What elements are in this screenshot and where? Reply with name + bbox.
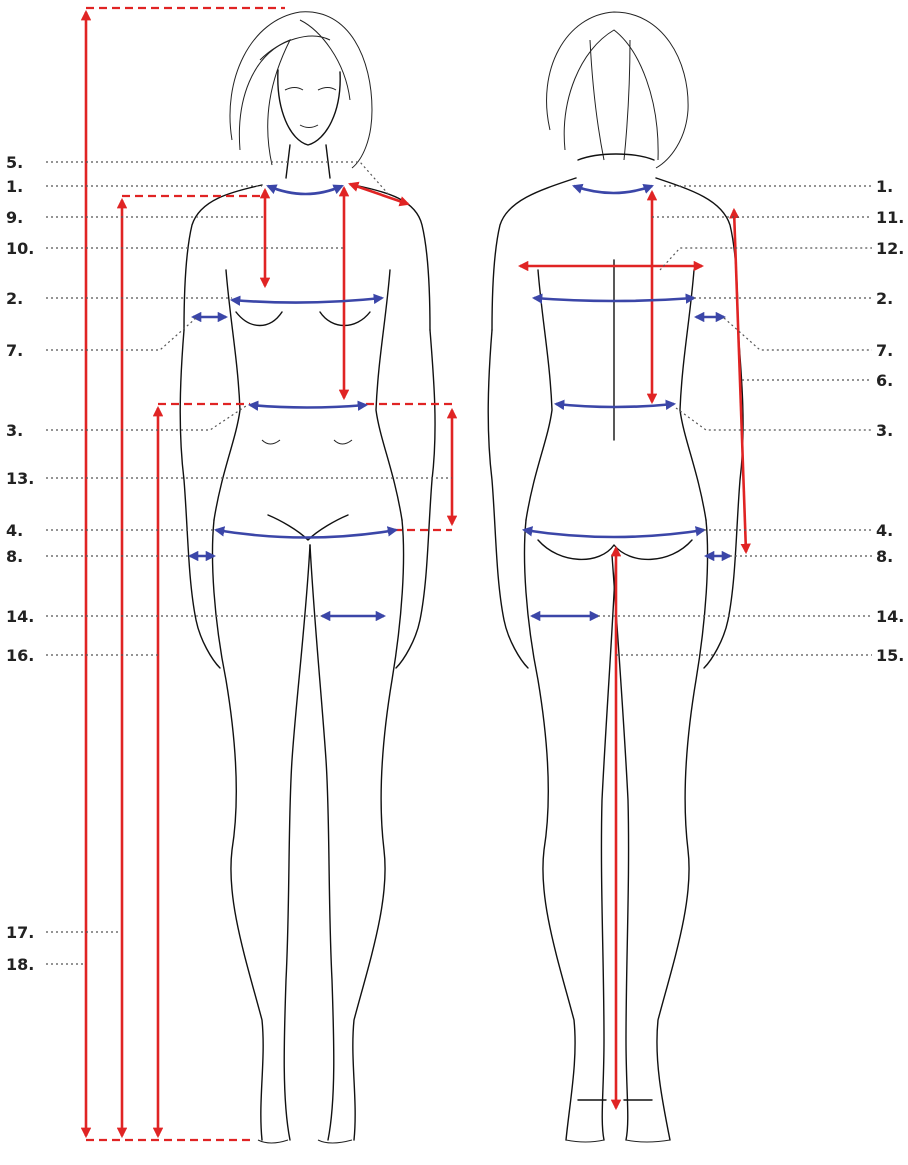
label-8: 8. bbox=[6, 547, 23, 566]
label-back-1: 1. bbox=[876, 177, 893, 196]
label-3: 3. bbox=[6, 421, 23, 440]
label-9: 9. bbox=[6, 208, 23, 227]
label-back-4: 4. bbox=[876, 521, 893, 540]
front-labels: 5. 1. 9. 10. 2. 7. 3. 13. 4. 8. 14. 16. … bbox=[6, 153, 34, 974]
label-back-3: 3. bbox=[876, 421, 893, 440]
label-14: 14. bbox=[6, 607, 34, 626]
label-back-8: 8. bbox=[876, 547, 893, 566]
label-back-12: 12. bbox=[876, 239, 904, 258]
label-17: 17. bbox=[6, 923, 34, 942]
label-1: 1. bbox=[6, 177, 23, 196]
back-labels: 1. 11. 12. 2. 7. 6. 3. 4. 8. 14. 15. bbox=[876, 177, 904, 665]
front-measurements bbox=[86, 8, 452, 1140]
label-18: 18. bbox=[6, 955, 34, 974]
label-2: 2. bbox=[6, 289, 23, 308]
label-13: 13. bbox=[6, 469, 34, 488]
label-back-6: 6. bbox=[876, 371, 893, 390]
label-16: 16. bbox=[6, 646, 34, 665]
label-5: 5. bbox=[6, 153, 23, 172]
label-back-2: 2. bbox=[876, 289, 893, 308]
label-4: 4. bbox=[6, 521, 23, 540]
label-10: 10. bbox=[6, 239, 34, 258]
label-back-15: 15. bbox=[876, 646, 904, 665]
front-figure bbox=[180, 12, 435, 1143]
label-back-11: 11. bbox=[876, 208, 904, 227]
label-back-14: 14. bbox=[876, 607, 904, 626]
label-back-7: 7. bbox=[876, 341, 893, 360]
label-7: 7. bbox=[6, 341, 23, 360]
leader-lines bbox=[46, 162, 872, 964]
back-measurements bbox=[520, 186, 746, 1108]
